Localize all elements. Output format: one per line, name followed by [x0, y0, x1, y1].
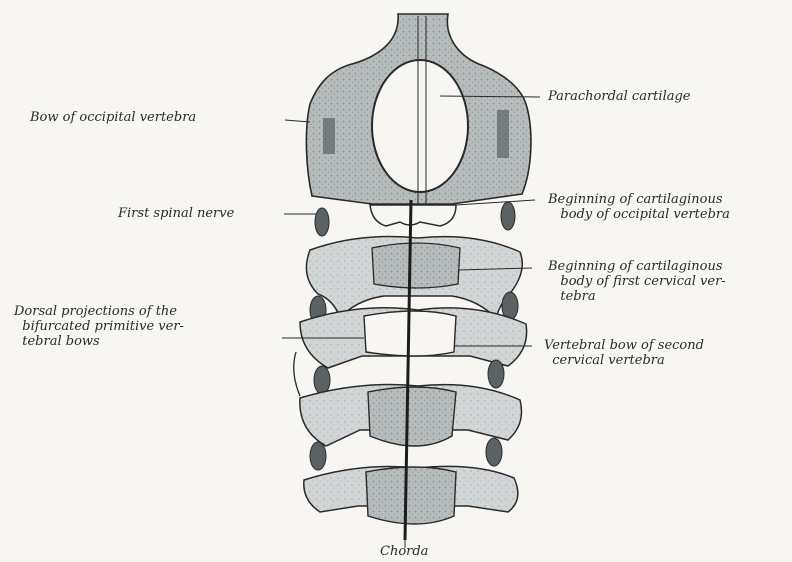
vertebra-fourth	[304, 466, 518, 524]
vertebra-third	[300, 385, 522, 471]
label-parachordal-cartilage: Parachordal cartilage	[548, 89, 691, 104]
label-bow-occipital-vertebra: Bow of occipital vertebra	[30, 110, 196, 125]
label-beginning-body-first-cervical: Beginning of cartilaginous body of first…	[548, 259, 726, 304]
label-dorsal-projections: Dorsal projections of the bifurcated pri…	[14, 304, 184, 349]
first-spinal-nerve-right	[501, 202, 515, 230]
occipital-body	[370, 205, 456, 226]
label-beginning-body-occipital: Beginning of cartilaginous body of occip…	[548, 192, 730, 222]
label-chorda: Chorda	[380, 544, 428, 559]
first-spinal-nerve-left	[315, 208, 329, 236]
occipital-region	[306, 14, 531, 206]
label-vertebral-bow-second-cervical: Vertebral bow of second cervical vertebr…	[544, 338, 704, 368]
label-first-spinal-nerve: First spinal nerve	[118, 206, 234, 221]
